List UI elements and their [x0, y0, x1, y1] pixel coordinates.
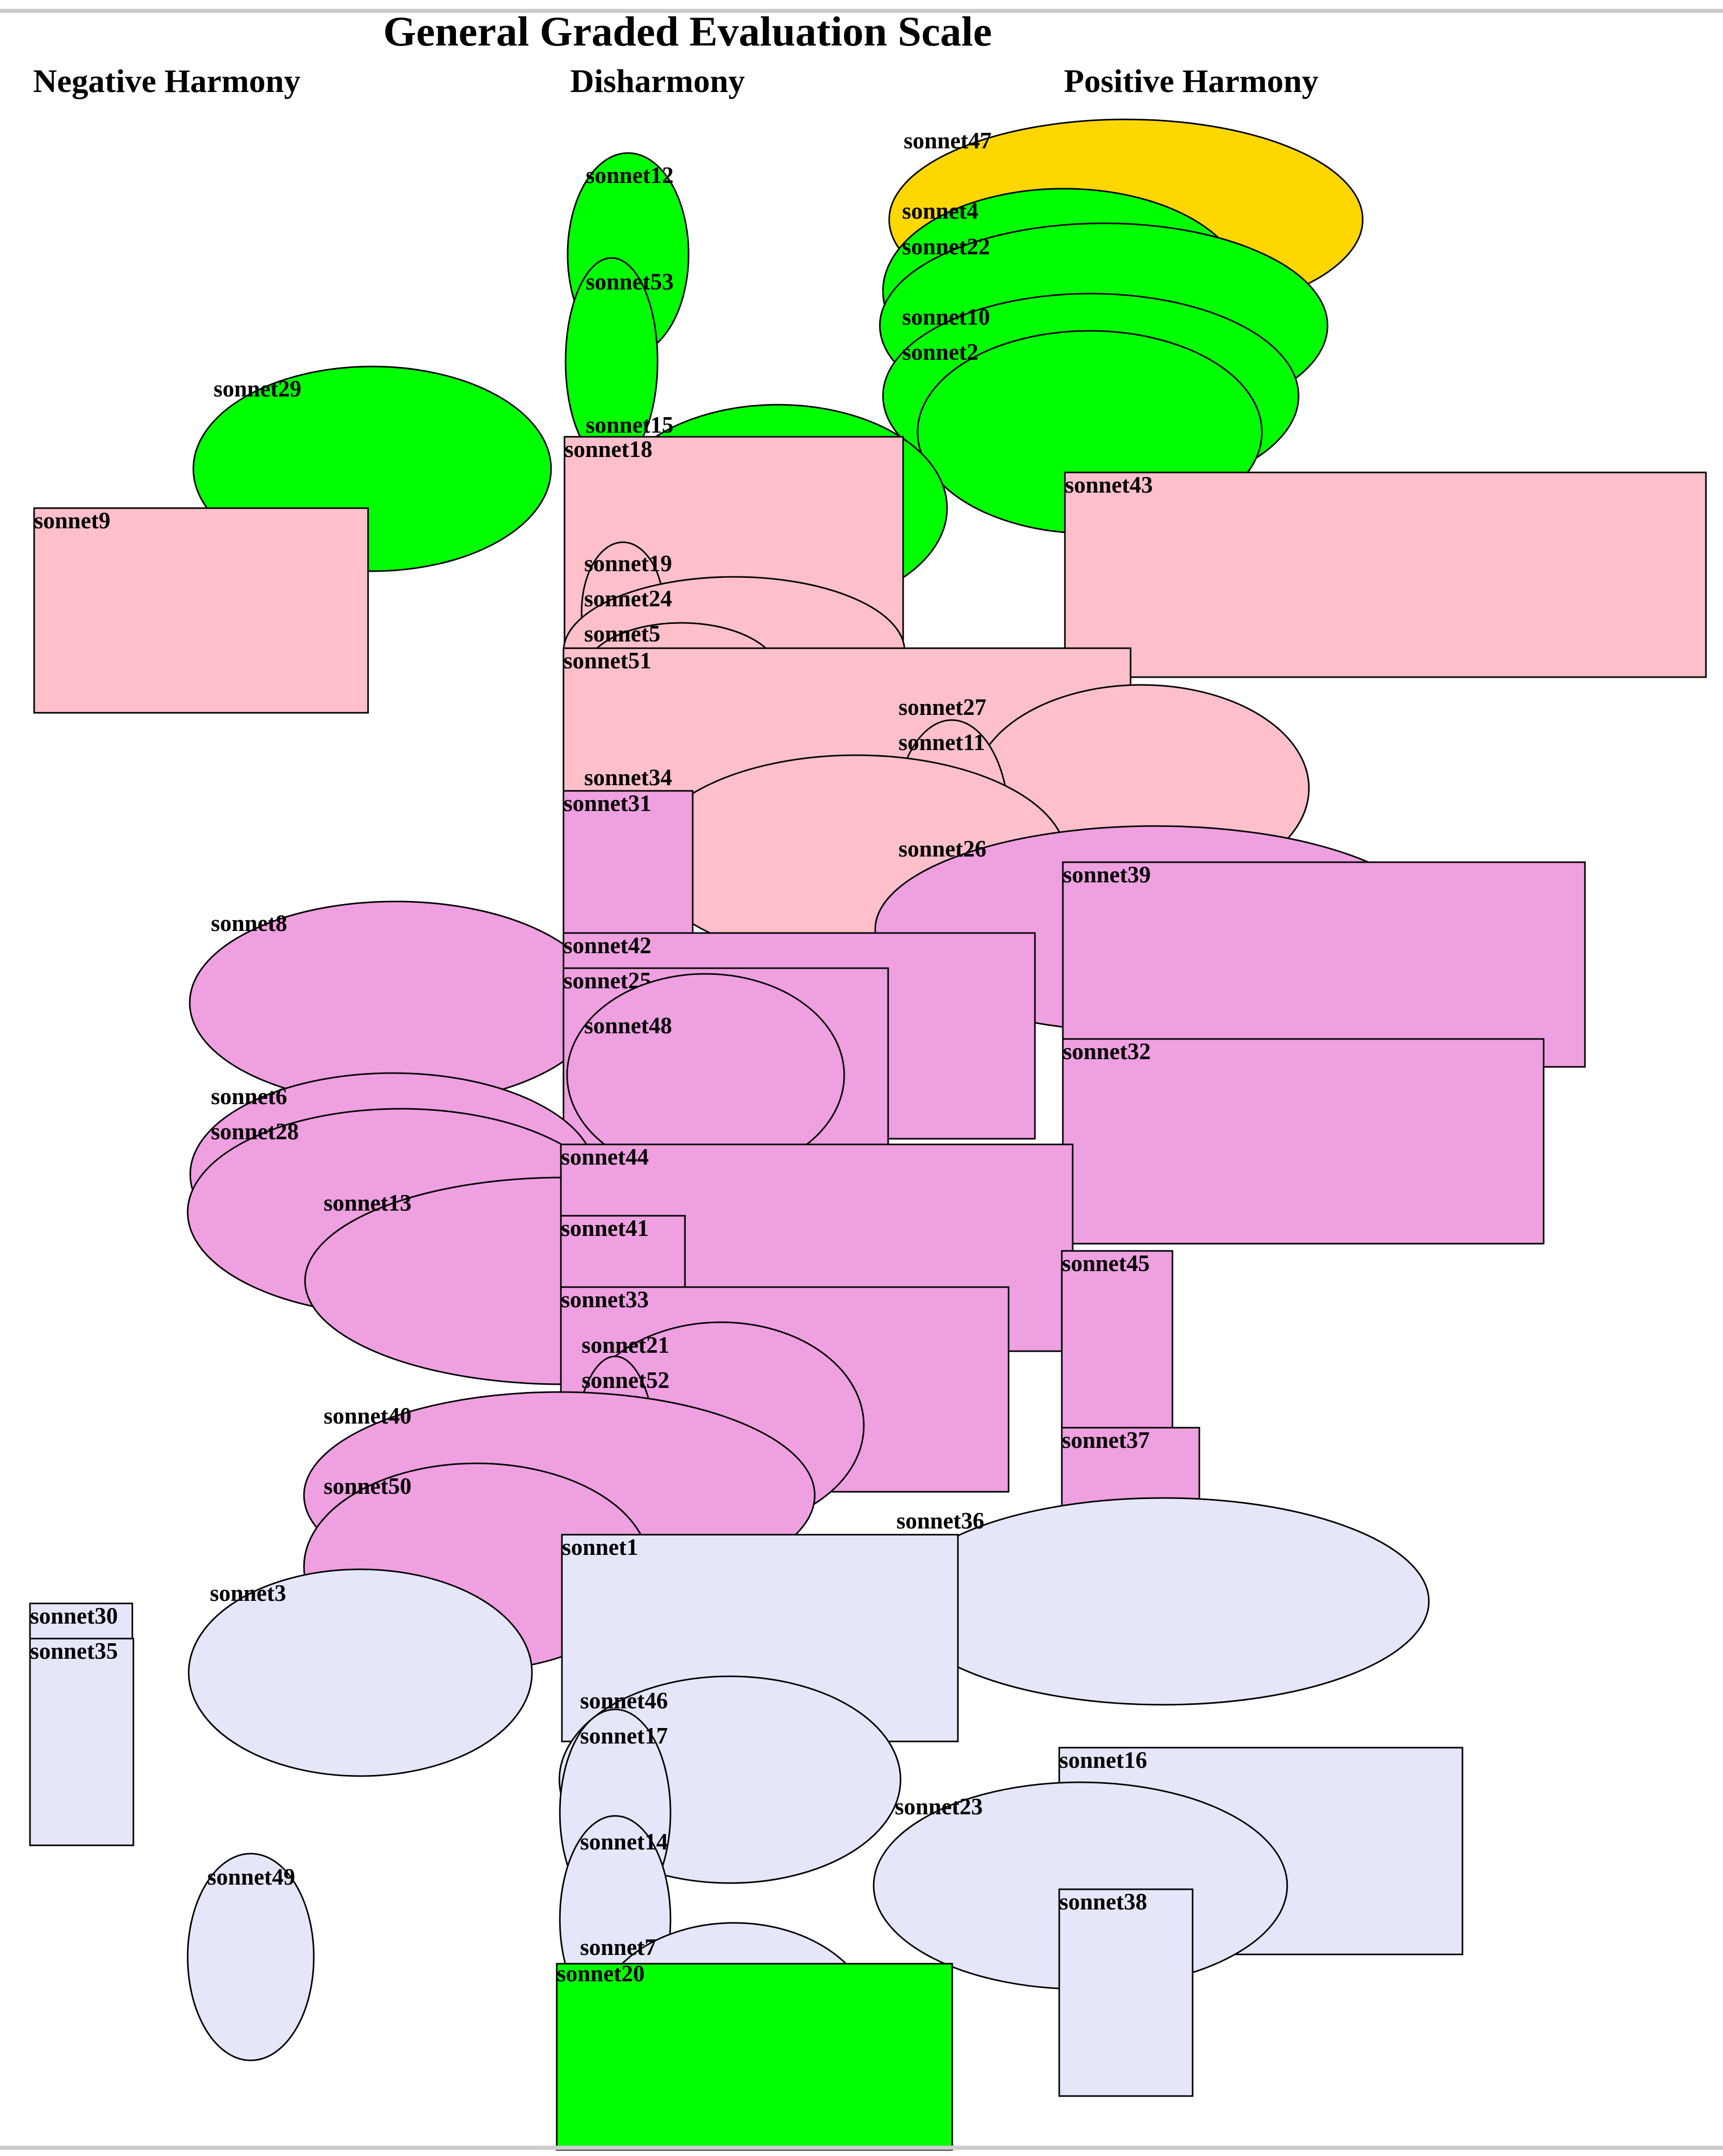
sonnet40-label: sonnet40: [324, 1403, 411, 1429]
sonnet41-label: sonnet41: [561, 1215, 649, 1241]
sonnet12-label: sonnet12: [586, 162, 674, 188]
sonnet38-box: [1058, 1888, 1194, 2097]
sonnet36-label: sonnet36: [896, 1508, 984, 1534]
sonnet33-label: sonnet33: [561, 1287, 649, 1312]
sonnet29-label: sonnet29: [214, 376, 301, 402]
sonnet1-label: sonnet1: [562, 1534, 638, 1560]
sonnet52-label: sonnet52: [582, 1367, 669, 1393]
sonnet-shapes: sonnet47 sonnet12 sonnet53 sonnet4 sonnet22 s…: [29, 118, 1707, 2151]
sonnet37-label: sonnet37: [1062, 1427, 1150, 1453]
sonnet23-label: sonnet23: [895, 1794, 983, 1819]
sonnet38-label: sonnet38: [1059, 1889, 1147, 1915]
sonnet45-box: [1061, 1250, 1173, 1459]
sonnet13-label: sonnet13: [324, 1190, 411, 1216]
sonnet4-label: sonnet4: [902, 198, 979, 224]
sonnet8-label: sonnet8: [211, 910, 287, 936]
sonnet47-label: sonnet47: [904, 128, 992, 154]
sonnet39-label: sonnet39: [1063, 862, 1151, 888]
sonnet9-label: sonnet9: [34, 508, 111, 533]
sonnet22-label: sonnet22: [902, 234, 990, 259]
sonnet46-label: sonnet46: [580, 1688, 668, 1714]
sonnet43-box: [1064, 471, 1707, 678]
sonnet17-label: sonnet17: [580, 1723, 668, 1749]
sonnet49-ellipse: [187, 1853, 315, 2061]
sonnet7-label: sonnet7: [580, 1934, 657, 1960]
sonnet34-label: sonnet34: [584, 764, 672, 790]
sonnet9-box: [33, 507, 369, 714]
sonnet35-box: [29, 1638, 134, 1846]
sonnet27-label: sonnet27: [898, 694, 986, 720]
diagram-title: General Graded Evaluation Scale: [383, 8, 992, 55]
sonnet28-label: sonnet28: [211, 1119, 299, 1144]
sonnet49-label: sonnet49: [207, 1864, 295, 1890]
sonnet32-label: sonnet32: [1063, 1038, 1151, 1064]
sonnet42-label: sonnet42: [563, 932, 651, 958]
sonnet39-box: [1062, 861, 1586, 1068]
sonnet31-label: sonnet31: [563, 790, 651, 816]
sonnet20-box: [556, 1963, 953, 2151]
sonnet3-ellipse: [188, 1568, 533, 1777]
sonnet30-label: sonnet30: [30, 1603, 118, 1629]
sonnet35-label: sonnet35: [30, 1638, 118, 1664]
sonnet16-label: sonnet16: [1059, 1747, 1147, 1773]
sonnet5-label: sonnet5: [584, 621, 661, 647]
sonnet11-label: sonnet11: [898, 729, 985, 755]
sonnet43-label: sonnet43: [1065, 472, 1153, 498]
sonnet6-label: sonnet6: [211, 1083, 287, 1109]
sonnet53-label: sonnet53: [586, 269, 674, 295]
sonnet44-label: sonnet44: [561, 1144, 649, 1170]
sonnet21-label: sonnet21: [582, 1332, 669, 1358]
sonnet48-label: sonnet48: [584, 1013, 672, 1038]
sonnet18-label: sonnet18: [565, 436, 652, 462]
sonnet24-label: sonnet24: [584, 586, 672, 611]
column-header-negative: Negative Harmony: [33, 63, 300, 99]
sonnet32-box: [1062, 1038, 1545, 1245]
column-header-positive: Positive Harmony: [1064, 63, 1318, 99]
sonnet10-label: sonnet10: [902, 304, 990, 330]
sonnet14-label: sonnet14: [580, 1829, 668, 1855]
sonnet19-label: sonnet19: [584, 551, 672, 576]
sonnet3-label: sonnet3: [210, 1580, 286, 1606]
sonnet45-label: sonnet45: [1062, 1250, 1150, 1276]
column-header-disharmony: Disharmony: [570, 63, 745, 99]
sonnet15-label: sonnet15: [586, 412, 674, 438]
sonnet2-label: sonnet2: [902, 339, 979, 365]
sonnet51-label: sonnet51: [563, 648, 651, 674]
sonnet50-label: sonnet50: [324, 1473, 411, 1499]
sonnet20-label: sonnet20: [557, 1961, 645, 1986]
sonnet26-label: sonnet26: [898, 836, 986, 862]
